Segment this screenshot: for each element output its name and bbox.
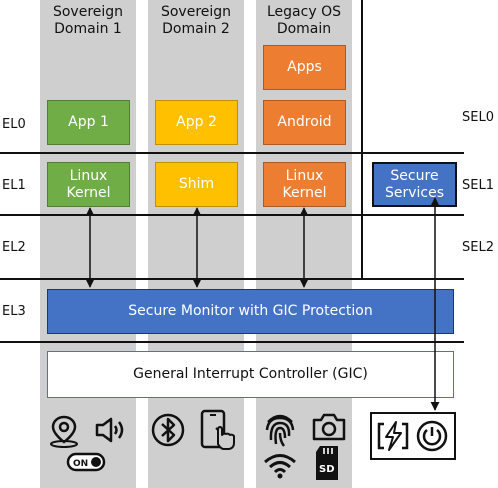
wifi-icon	[264, 454, 296, 479]
level-label-el0: EL0	[2, 117, 26, 132]
el1-el2-boundary	[0, 214, 464, 216]
el2-el3-boundary	[0, 278, 464, 280]
level-label-sel2: SEL2	[462, 240, 494, 255]
android-box: Android	[263, 100, 346, 145]
level-label-el1: EL1	[2, 178, 26, 193]
location-icon	[50, 415, 78, 448]
level-label-el3: EL3	[2, 304, 26, 319]
secure-services-box: Secure Services	[372, 162, 457, 207]
toggle-switch-icon: ON	[66, 452, 106, 472]
secure-device-box	[370, 412, 456, 460]
apps-box: Apps	[263, 45, 346, 90]
camera-icon	[312, 413, 346, 441]
level-label-sel0: SEL0	[462, 110, 494, 125]
speaker-icon	[95, 417, 124, 443]
shim-box: Shim	[155, 162, 238, 207]
linux-kernel-1-box: Linux Kernel	[47, 162, 130, 207]
app-2-box: App 2	[155, 100, 238, 145]
fingerprint-icon	[265, 414, 295, 447]
gic-box: General Interrupt Controller (GIC)	[47, 351, 454, 398]
sd-card-text: SD	[319, 464, 335, 475]
linux-kernel-2-box: Linux Kernel	[263, 162, 346, 207]
touchscreen-icon	[200, 409, 235, 450]
column-title-sovereign-1: Sovereign Domain 1	[52, 4, 124, 37]
sd-card-icon: SD	[316, 446, 338, 480]
el3-bottom-boundary	[0, 341, 464, 343]
column-title-sovereign-2: Sovereign Domain 2	[160, 4, 232, 37]
secure-world-divider	[361, 0, 363, 280]
power-button-icon	[416, 420, 448, 452]
power-charging-icon	[377, 421, 409, 451]
el0-el1-boundary	[0, 152, 464, 154]
level-label-sel1: SEL1	[462, 178, 494, 193]
column-title-legacy: Legacy OS Domain	[267, 4, 341, 37]
toggle-on-text: ON	[73, 459, 88, 469]
secure-monitor-box: Secure Monitor with GIC Protection	[47, 289, 454, 334]
app-1-box: App 1	[47, 100, 130, 145]
level-label-el2: EL2	[2, 240, 26, 255]
bluetooth-icon	[151, 413, 185, 447]
